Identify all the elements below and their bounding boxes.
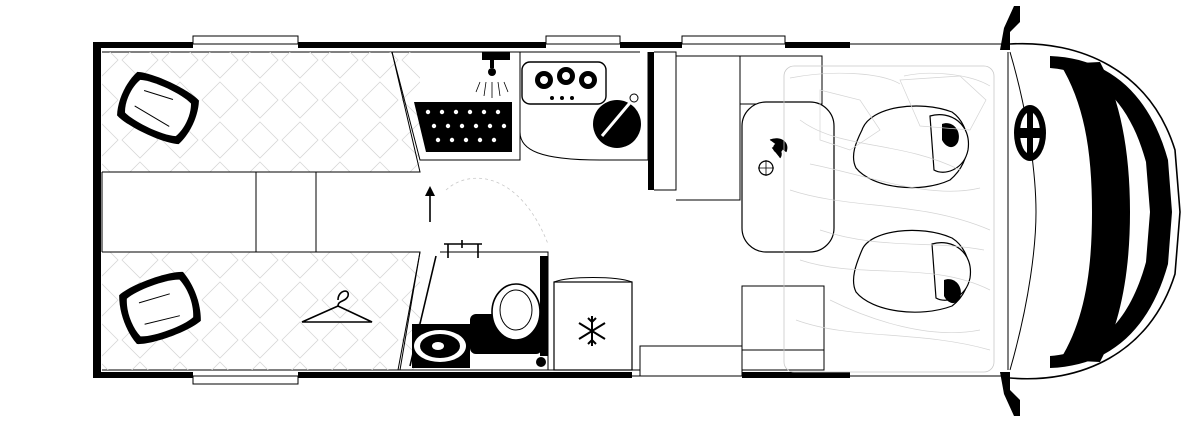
driver-seat-icon — [852, 105, 970, 189]
snowflake-icon — [578, 316, 606, 346]
pillow-icon — [117, 71, 199, 145]
outer-shell — [93, 35, 1010, 385]
cab-front — [1000, 6, 1181, 416]
passenger-seat-icon — [852, 229, 972, 313]
stove-burners-icon — [521, 61, 607, 105]
shower-head-icon — [475, 60, 509, 98]
ghost-drop-down-bed — [783, 65, 995, 373]
rear-bed-lower — [102, 251, 421, 371]
rear-bed-upper — [102, 51, 421, 173]
steering-wheel-icon — [1014, 105, 1046, 161]
kitchen — [519, 52, 649, 161]
toilet-icon — [470, 283, 542, 354]
pillow-icon — [119, 271, 201, 345]
bed-gap-step — [101, 172, 317, 252]
shower-drain-dots — [425, 109, 507, 143]
hanger-icon — [301, 290, 373, 323]
sink-icon — [593, 93, 641, 148]
washroom — [399, 240, 549, 371]
walk-arrow-icon — [425, 186, 435, 222]
fridge — [553, 277, 633, 371]
table-icon — [741, 101, 835, 253]
dinette — [676, 55, 835, 371]
washbasin-icon — [412, 324, 470, 368]
